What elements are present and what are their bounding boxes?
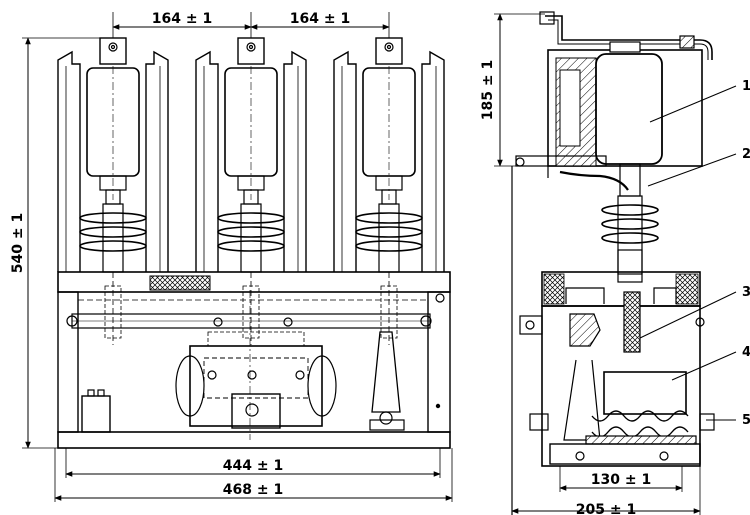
overall-width-label: 205 ± 1: [576, 502, 636, 515]
height-label: 540 ± 1: [10, 213, 26, 273]
top-height-label: 185 ± 1: [480, 60, 496, 120]
side-insulator: [601, 163, 659, 283]
magnet-assembly: [175, 290, 337, 440]
spacing-left-label: 164 ± 1: [152, 11, 212, 27]
pole-3: [333, 37, 445, 345]
inner-width-label: 444 ± 1: [223, 458, 283, 474]
side-body: [519, 271, 715, 467]
top-height-dimension: [494, 13, 545, 167]
callout-5: 5: [742, 413, 750, 428]
callout-2: 2: [742, 147, 750, 162]
front-view: [22, 12, 453, 502]
callout-3: 3: [742, 285, 750, 300]
top-bracket: [511, 11, 713, 515]
base-frame: [57, 271, 451, 449]
side-view: [494, 11, 737, 515]
outer-width-label: 468 ± 1: [223, 482, 283, 498]
pole-1: [57, 37, 169, 345]
callout-leaders: [639, 85, 737, 421]
side-width-dimensions: [511, 466, 701, 515]
callout-4: 4: [742, 345, 750, 360]
spacing-dimension: [112, 12, 390, 38]
height-dimension: [22, 37, 100, 449]
auxiliary-switch: [81, 293, 445, 433]
pole-2: [195, 37, 307, 345]
callout-1: 1: [742, 79, 750, 94]
width-dimensions: [54, 448, 453, 502]
spacing-right-label: 164 ± 1: [290, 11, 350, 27]
linkage-arm: [369, 331, 405, 431]
base-width-label: 130 ± 1: [591, 472, 651, 488]
